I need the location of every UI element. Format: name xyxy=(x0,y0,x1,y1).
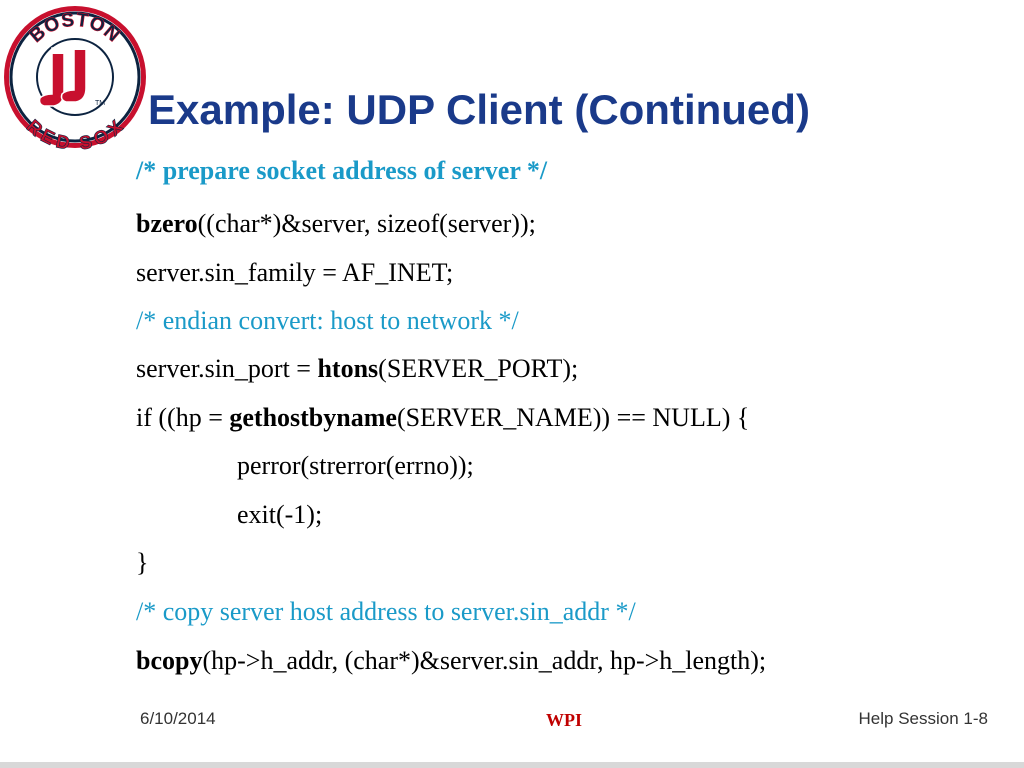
footer-page-number: Help Session 1-8 xyxy=(858,709,988,728)
logo-tm-mark: TM xyxy=(95,100,105,107)
slide-title: Example: UDP Client (Continued) xyxy=(148,86,810,133)
footer-wpi: WPI xyxy=(546,710,582,730)
code-segment: exit(-1); xyxy=(237,500,323,529)
code-segment: gethostbyname xyxy=(229,403,397,432)
code-segment: if ((hp = xyxy=(136,403,230,432)
sox-icon xyxy=(38,43,87,107)
code-segment: /* copy server host address to server.si… xyxy=(136,597,636,626)
code-line-7: perror(strerror(errno)); xyxy=(237,451,474,481)
footer-date: 6/10/2014 xyxy=(140,709,216,728)
code-line-10: /* copy server host address to server.si… xyxy=(136,597,636,627)
code-segment: (hp->h_addr, (char*)&server.sin_addr, hp… xyxy=(202,646,767,675)
code-line-4: /* endian convert: host to network */ xyxy=(136,306,519,336)
code-line-1: /* prepare socket address of server */ xyxy=(136,156,547,186)
code-line-8: exit(-1); xyxy=(237,500,322,530)
code-line-11: bcopy(hp->h_addr, (char*)&server.sin_add… xyxy=(136,646,766,676)
code-segment: (SERVER_NAME)) == NULL) { xyxy=(396,403,750,432)
code-line-2: bzero((char*)&server, sizeof(server)); xyxy=(136,209,536,239)
code-segment: server.sin_family = AF_INET; xyxy=(136,258,454,287)
code-segment: } xyxy=(136,548,149,577)
code-segment: bcopy xyxy=(136,646,203,675)
code-segment: bzero xyxy=(136,209,198,238)
code-segment: (SERVER_PORT); xyxy=(378,354,579,383)
code-segment: htons xyxy=(317,354,379,383)
red-sox-logo: BOSTON RED SOX TM xyxy=(4,6,146,150)
code-line-6: if ((hp = gethostbyname(SERVER_NAME)) ==… xyxy=(136,403,749,433)
code-line-5: server.sin_port = htons(SERVER_PORT); xyxy=(136,354,578,384)
code-line-9: } xyxy=(136,548,148,578)
code-line-3: server.sin_family = AF_INET; xyxy=(136,258,453,288)
code-segment: /* endian convert: host to network */ xyxy=(136,306,519,335)
bottom-rule xyxy=(0,762,1024,768)
code-segment: /* prepare socket address of server */ xyxy=(136,156,548,185)
code-segment: perror(strerror(errno)); xyxy=(237,451,474,480)
code-segment: server.sin_port = xyxy=(136,354,318,383)
code-segment: ((char*)&server, sizeof(server)); xyxy=(197,209,536,238)
